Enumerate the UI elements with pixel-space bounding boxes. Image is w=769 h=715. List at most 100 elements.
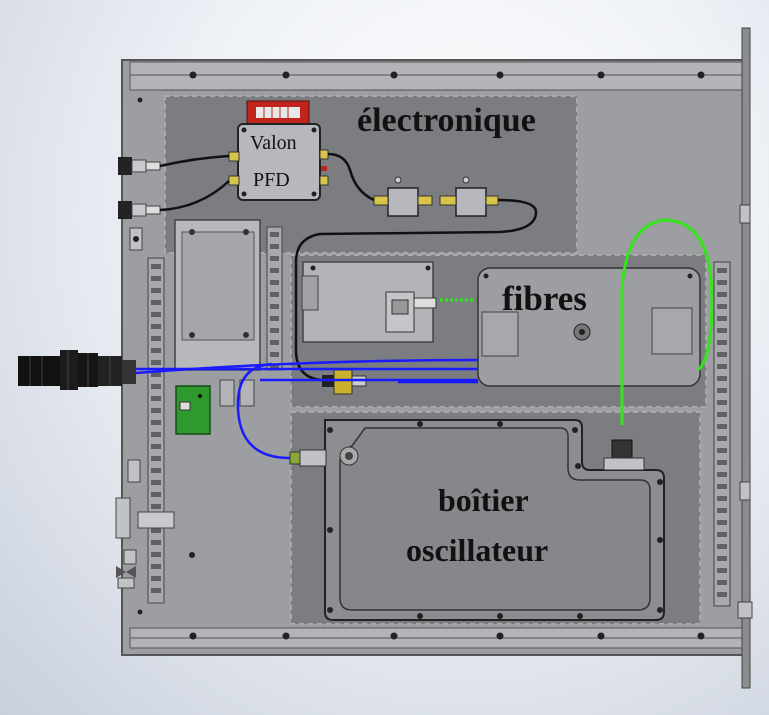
rail-hole — [151, 468, 161, 473]
pfd-label: PFD — [253, 169, 290, 191]
rail-hole — [717, 424, 727, 429]
rail-hole — [717, 472, 727, 477]
rail-hole — [270, 352, 279, 357]
valon-pfd-module — [228, 123, 329, 201]
screw — [327, 427, 333, 433]
zone-label-oscillateur: oscillateur — [406, 532, 549, 568]
left-rail — [147, 257, 165, 604]
middle-rail-holes — [270, 232, 279, 369]
rail-hole — [717, 592, 727, 597]
rail-hole — [717, 376, 727, 381]
electronics-plate — [174, 219, 261, 371]
rail-hole — [151, 360, 161, 365]
rail-hole — [270, 232, 279, 237]
rail-hole — [717, 508, 727, 513]
valon-display — [246, 100, 310, 125]
rail-hole — [151, 564, 161, 569]
rail-hole — [717, 340, 727, 345]
power-cable-connector — [18, 350, 136, 390]
rail-hole — [717, 460, 727, 465]
green-pcb — [175, 385, 211, 435]
rail-hole — [151, 576, 161, 581]
rail-hole — [717, 496, 727, 501]
rail-hole — [151, 324, 161, 329]
screw — [327, 607, 333, 613]
valon-label: Valon — [250, 132, 297, 154]
rail-hole — [151, 588, 161, 593]
rail-hole — [151, 384, 161, 389]
rail-hole — [717, 580, 727, 585]
rail-hole — [270, 364, 279, 369]
right-rail-holes — [717, 268, 727, 597]
rail-hole — [151, 288, 161, 293]
rail-hole — [270, 280, 279, 285]
panel-fittings — [115, 204, 753, 619]
rail-hole — [717, 412, 727, 417]
zone-label-boitier: boîtier — [438, 482, 529, 518]
rail-hole — [151, 504, 161, 509]
rail-hole — [151, 312, 161, 317]
zone-label-fibres: fibres — [502, 279, 587, 318]
screw — [417, 613, 423, 619]
panel-small-block — [129, 227, 143, 251]
rail-hole — [270, 256, 279, 261]
rail-hole — [270, 292, 279, 297]
rail-hole — [151, 456, 161, 461]
bnc-connector-bottom — [118, 201, 161, 219]
rail-hole — [151, 336, 161, 341]
screw — [417, 421, 423, 427]
screw — [657, 479, 663, 485]
optical-board — [301, 261, 437, 343]
screws — [137, 71, 705, 640]
oscillator-screws — [327, 421, 663, 619]
rail-hole — [717, 328, 727, 333]
rail-hole — [151, 528, 161, 533]
rail-hole — [151, 552, 161, 557]
fiber-module-box — [477, 267, 701, 387]
rail-hole — [717, 280, 727, 285]
left-rail-holes — [151, 264, 161, 593]
rail-hole — [717, 388, 727, 393]
rail-hole — [151, 432, 161, 437]
rail-hole — [717, 436, 727, 441]
blue-cables — [135, 358, 479, 460]
rail-hole — [717, 352, 727, 357]
rail-hole — [270, 316, 279, 321]
rail-hole — [151, 396, 161, 401]
rf-amplifier-1 — [373, 176, 433, 217]
rail-hole — [151, 540, 161, 545]
rail-hole — [717, 448, 727, 453]
rail-hole — [717, 364, 727, 369]
oscillator-box — [324, 419, 665, 621]
rail-hole — [717, 316, 727, 321]
rail-hole — [717, 268, 727, 273]
screw — [497, 421, 503, 427]
screw — [657, 607, 663, 613]
rail-hole — [151, 444, 161, 449]
rail-hole — [717, 568, 727, 573]
rail-hole — [717, 520, 727, 525]
rail-hole — [717, 544, 727, 549]
rail-hole — [717, 556, 727, 561]
screw — [575, 463, 581, 469]
rail-hole — [717, 484, 727, 489]
rail-hole — [717, 292, 727, 297]
screw — [327, 527, 333, 533]
rail-hole — [151, 372, 161, 377]
screw — [497, 613, 503, 619]
oscillator-connector — [289, 439, 645, 471]
rail-hole — [717, 532, 727, 537]
screw — [572, 427, 578, 433]
rail-hole — [151, 276, 161, 281]
rail-hole — [717, 400, 727, 405]
rail-hole — [270, 340, 279, 345]
rail-hole — [151, 300, 161, 305]
rail-hole — [151, 264, 161, 269]
rf-amplifier-2 — [439, 176, 499, 217]
green-fiber — [440, 218, 714, 425]
rail-hole — [151, 492, 161, 497]
rail-hole — [270, 304, 279, 309]
rail-hole — [151, 480, 161, 485]
rail-hole — [270, 328, 279, 333]
